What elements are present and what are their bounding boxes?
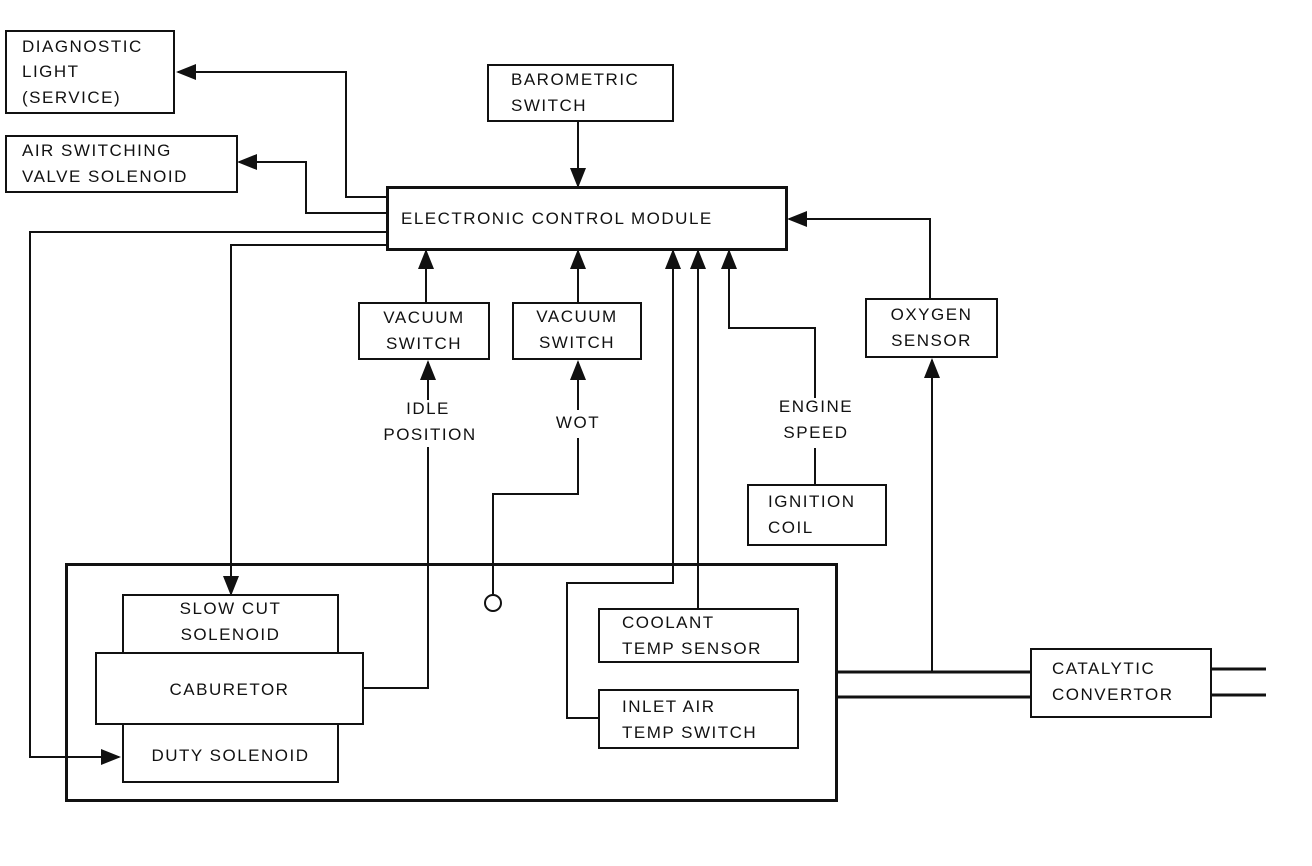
vacuum-switch-2-line-2: SWITCH bbox=[538, 333, 616, 352]
oxygen-sensor-line-2: SENSOR bbox=[891, 331, 972, 350]
throttle-point-icon bbox=[484, 594, 502, 612]
diagnostic-light-line-2: LIGHT bbox=[22, 62, 80, 81]
air-switching-line-1: AIR SWITCHING bbox=[22, 141, 172, 160]
wire-wot-vacuum2 bbox=[492, 438, 579, 594]
barometric-line-1: BAROMETRIC bbox=[511, 70, 640, 89]
ecm-label: ELECTRONIC CONTROL MODULE bbox=[401, 209, 713, 228]
inlet-air-line-2: TEMP SWITCH bbox=[622, 723, 758, 742]
wire-ecm-diagnostic bbox=[176, 64, 386, 198]
duty-solenoid-label: DUTY SOLENOID bbox=[151, 746, 310, 765]
slow-cut-line-1: SLOW CUT bbox=[179, 599, 282, 618]
wire-ecm-air-switching bbox=[237, 154, 386, 214]
barometric-switch-box bbox=[487, 64, 674, 122]
wot-label: WOT bbox=[555, 413, 601, 432]
vacuum-switch-2-line-1: VACUUM bbox=[536, 307, 618, 326]
ignition-coil-box bbox=[747, 484, 887, 546]
air-switching-box bbox=[5, 135, 238, 193]
ignition-coil-line-1: IGNITION bbox=[768, 492, 856, 511]
coolant-temp-sensor-box bbox=[598, 608, 799, 663]
wire-inlet-ecm bbox=[566, 249, 681, 719]
carburetor-label: CABURETOR bbox=[169, 680, 290, 699]
wire-carb-vacuum1 bbox=[363, 447, 429, 689]
diagnostic-light-line-3: (SERVICE) bbox=[22, 88, 122, 107]
coolant-line-2: TEMP SENSOR bbox=[622, 639, 762, 658]
ignition-coil-line-2: COIL bbox=[768, 518, 814, 537]
idle-position-line-2: POSITION bbox=[383, 425, 477, 444]
oxygen-sensor-line-1: OXYGEN bbox=[890, 305, 973, 324]
duty-solenoid-box bbox=[122, 723, 339, 783]
inlet-air-temp-switch-box bbox=[598, 689, 799, 749]
idle-position-line-1: IDLE bbox=[406, 399, 450, 418]
vacuum-switch-1-line-1: VACUUM bbox=[383, 308, 465, 327]
coolant-line-1: COOLANT bbox=[622, 613, 715, 632]
diagnostic-light-box bbox=[5, 30, 175, 114]
catalytic-convertor-box bbox=[1030, 648, 1212, 718]
wire-ecm-slow-cut bbox=[223, 244, 386, 596]
engine-block bbox=[65, 563, 838, 802]
vacuum-switch-1-box bbox=[358, 302, 490, 360]
catalytic-line-2: CONVERTOR bbox=[1052, 685, 1174, 704]
air-switching-line-2: VALVE SOLENOID bbox=[22, 167, 188, 186]
inlet-air-line-1: INLET AIR bbox=[622, 697, 716, 716]
diagnostic-light-line-1: DIAGNOSTIC bbox=[22, 37, 143, 56]
wire-oxygen-ecm bbox=[787, 211, 931, 298]
catalytic-line-1: CATALYTIC bbox=[1052, 659, 1156, 678]
vacuum-switch-2-box bbox=[512, 302, 642, 360]
engine-speed-line-2: SPEED bbox=[783, 423, 849, 442]
slow-cut-line-2: SOLENOID bbox=[180, 625, 281, 644]
wire-ecm-duty bbox=[29, 231, 386, 765]
barometric-line-2: SWITCH bbox=[511, 96, 588, 115]
vacuum-switch-1-line-2: SWITCH bbox=[385, 334, 463, 353]
engine-speed-line-1: ENGINE bbox=[778, 397, 854, 416]
ecm-box bbox=[386, 186, 788, 251]
oxygen-sensor-box bbox=[865, 298, 998, 358]
